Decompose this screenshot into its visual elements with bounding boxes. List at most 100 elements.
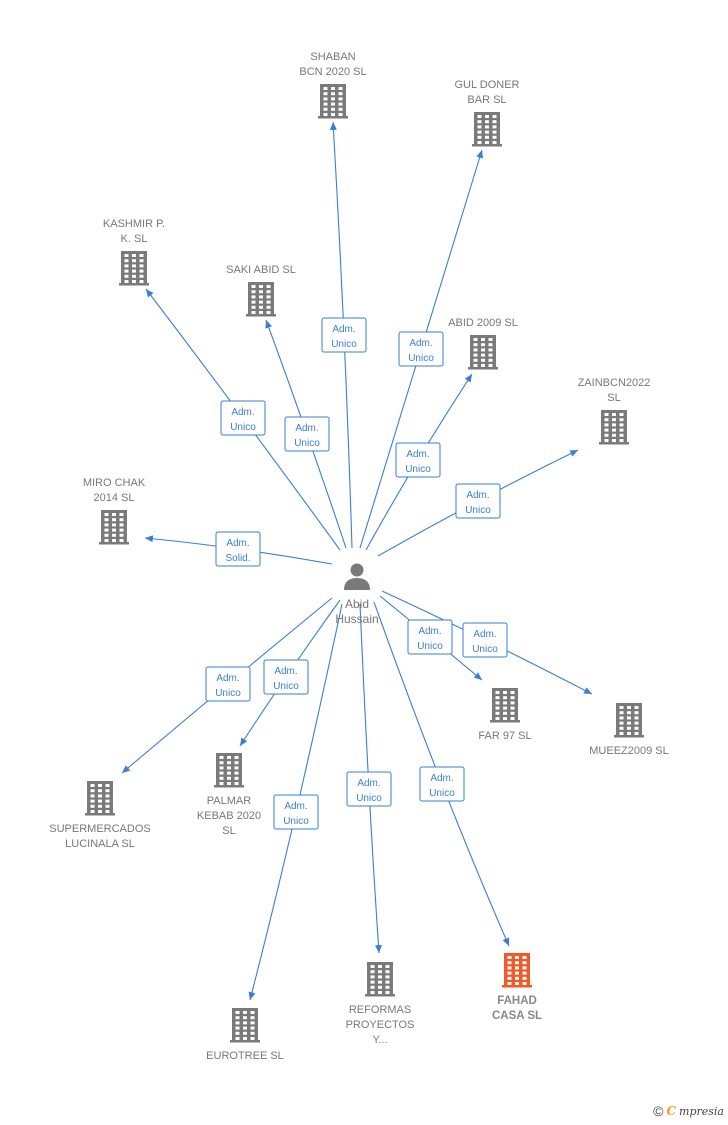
company-node-gul[interactable]: GUL DONER BAR SL [455, 79, 520, 147]
company-node-shaban[interactable]: SHABAN BCN 2020 SL [299, 51, 367, 119]
company-name: ZAINBCN2022 [578, 377, 651, 389]
company-name: BAR SL [467, 94, 506, 106]
company-node-eurotree[interactable]: EUROTREE SL [206, 1008, 284, 1062]
company-name: EUROTREE SL [206, 1050, 284, 1062]
role-text: Adm. [357, 778, 380, 789]
company-name: BCN 2020 SL [299, 66, 366, 78]
company-node-mueez[interactable]: MUEEZ2009 SL [589, 703, 669, 757]
role-label-far97[interactable]: Adm.Unico [407, 619, 453, 655]
role-text: Adm. [473, 629, 496, 640]
role-label-miro[interactable]: Adm.Solid. [215, 531, 261, 567]
role-label-palmar[interactable]: Adm. Unico [263, 659, 309, 695]
role-label-gul[interactable]: Adm.Unico [398, 331, 444, 367]
building-icon[interactable] [472, 112, 502, 147]
company-name: KEBAB 2020 [197, 810, 261, 822]
role-label-fahad[interactable]: Adm. Unico [419, 766, 465, 802]
building-icon[interactable] [230, 1008, 260, 1043]
role-text: Adm. [284, 801, 307, 812]
role-text: Unico [465, 505, 491, 516]
company-name: REFORMAS [349, 1004, 411, 1016]
edges-layer [121, 121, 593, 1001]
building-icon[interactable] [119, 251, 149, 286]
company-name: GUL DONER [455, 79, 520, 91]
role-text: Unico [273, 681, 299, 692]
building-icon[interactable] [99, 510, 129, 545]
role-label-eurotree[interactable]: Adm. Unico [273, 794, 319, 830]
company-name: 2014 SL [94, 492, 135, 504]
role-label-super[interactable]: Adm. Unico [205, 666, 251, 702]
company-name: SL [222, 825, 235, 837]
role-label-mueez[interactable]: Adm.Unico [462, 622, 508, 658]
company-node-abid2009[interactable]: ABID 2009 SL [448, 317, 518, 370]
building-icon[interactable] [214, 753, 244, 788]
company-name: MIRO CHAK [83, 477, 146, 489]
company-node-far97[interactable]: FAR 97 SL [478, 688, 532, 742]
company-node-fahad[interactable]: FAHAD CASA SL [492, 953, 542, 1022]
building-icon[interactable] [246, 282, 276, 317]
role-text: Adm. [418, 626, 441, 637]
building-icon[interactable] [614, 703, 644, 738]
brand-logo-initial: C [666, 1104, 677, 1118]
company-name: LUCINALA SL [65, 838, 135, 850]
company-name: SUPERMERCADOS [49, 823, 150, 835]
role-text: Adm. [274, 666, 297, 677]
company-name: K. SL [121, 233, 148, 245]
company-node-reformas[interactable]: REFORMAS PROYECTOS Y... [346, 962, 415, 1046]
role-label-abid2009[interactable]: Adm. Unico [395, 442, 441, 478]
role-label-saki[interactable]: Adm. Unico [284, 416, 330, 452]
role-text: Unico [429, 788, 455, 799]
role-label-reformas[interactable]: Adm.Unico [346, 771, 392, 807]
person-icon [344, 563, 370, 590]
copyright-icon: © [653, 1103, 664, 1119]
role-text: Unico [215, 688, 241, 699]
person-name: Abid [345, 597, 369, 611]
company-node-saki[interactable]: SAKI ABID SL [226, 264, 296, 317]
company-node-super[interactable]: SUPERMERCADOS LUCINALA SL [49, 781, 151, 850]
role-text: Adm. [231, 407, 254, 418]
role-text: Adm. [216, 673, 239, 684]
role-text: Adm. [332, 324, 355, 335]
role-text: Adm. [409, 338, 432, 349]
role-text: Adm. [226, 538, 249, 549]
brand-logo-text: mpresia [679, 1104, 724, 1118]
role-text: Adm. [466, 490, 489, 501]
company-name: CASA SL [492, 1010, 542, 1022]
person-name: Hussain [335, 612, 378, 626]
company-node-miro[interactable]: MIRO CHAK 2014 SL [83, 477, 146, 545]
building-icon[interactable] [599, 410, 629, 445]
building-icon[interactable] [502, 953, 532, 988]
building-icon[interactable] [365, 962, 395, 997]
company-name: SL [607, 392, 620, 404]
building-icon[interactable] [85, 781, 115, 816]
company-name: SAKI ABID SL [226, 264, 296, 276]
company-name: FAR 97 SL [478, 730, 531, 742]
role-text: Adm. [430, 773, 453, 784]
role-text: Unico [405, 464, 431, 475]
role-label-zain[interactable]: Adm. Unico [455, 483, 501, 519]
company-name: Y... [372, 1034, 387, 1046]
role-text: Unico [331, 339, 357, 350]
role-label-shaban[interactable]: Adm. Unico [321, 317, 367, 353]
role-text: Unico [294, 438, 320, 449]
company-name: FAHAD [497, 995, 537, 1007]
building-icon[interactable] [468, 335, 498, 370]
building-icon[interactable] [318, 84, 348, 119]
role-text: Unico [283, 816, 309, 827]
role-text: Adm. [295, 423, 318, 434]
role-label-kashmir[interactable]: Adm. Unico [220, 400, 266, 436]
role-text: Unico [230, 422, 256, 433]
company-name: ABID 2009 SL [448, 317, 518, 329]
company-node-kashmir[interactable]: KASHMIR P.K. SL [103, 218, 165, 286]
company-name: SHABAN [310, 51, 355, 63]
role-text: Adm. [406, 449, 429, 460]
company-name: PROYECTOS [346, 1019, 415, 1031]
nodes-layer: SHABAN BCN 2020 SL GUL DONER BAR SL KASHMIR … [49, 51, 668, 1062]
company-name: MUEEZ2009 SL [589, 745, 668, 757]
building-icon[interactable] [490, 688, 520, 723]
